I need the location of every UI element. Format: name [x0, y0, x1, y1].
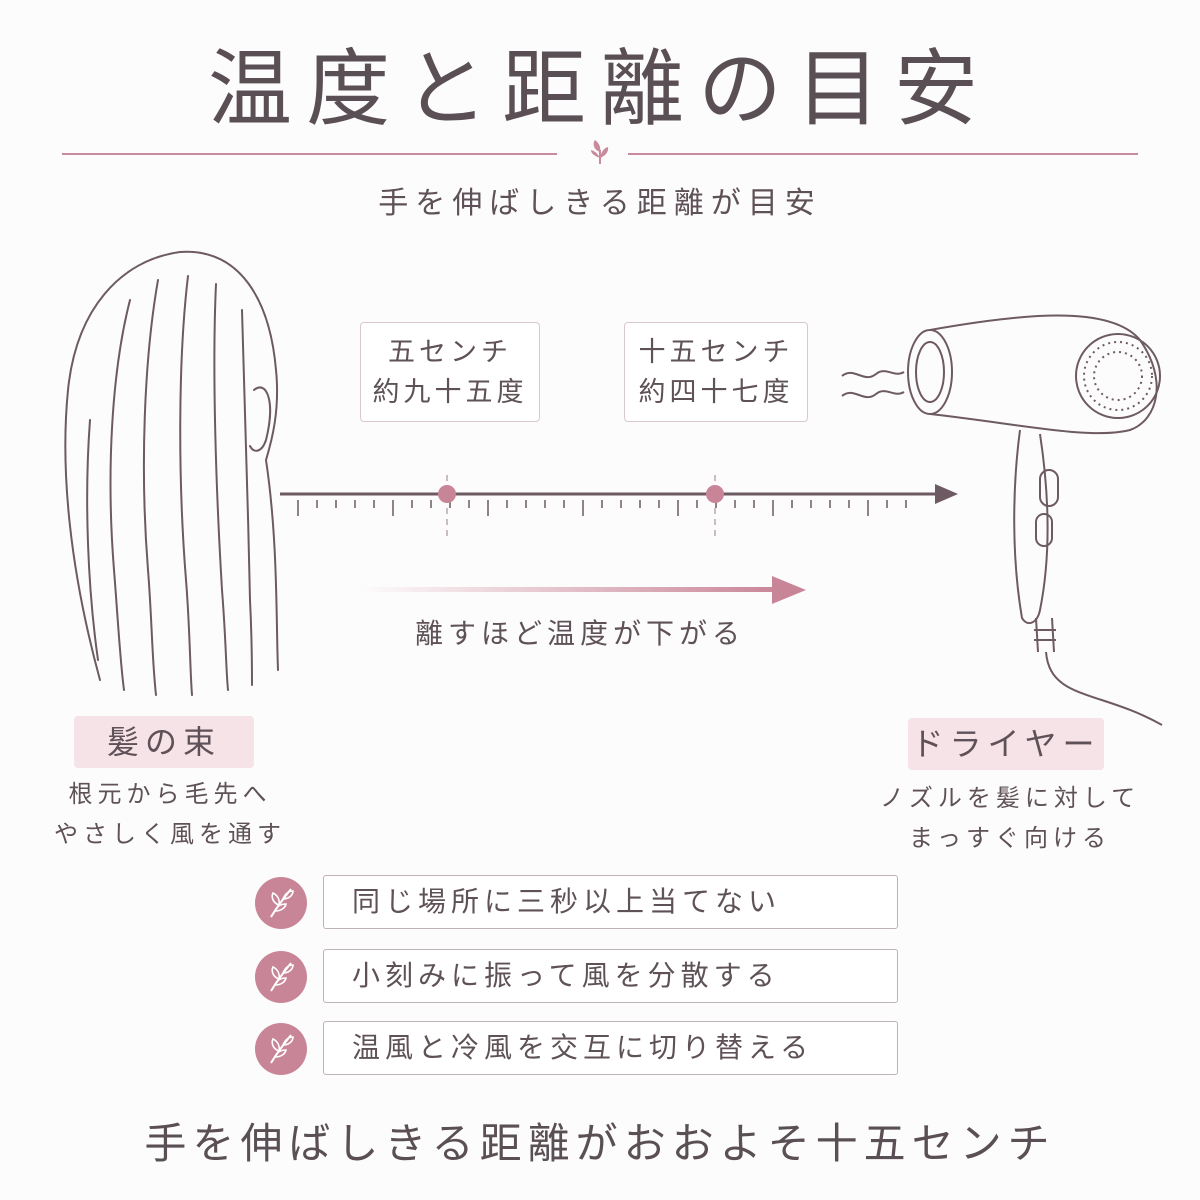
hair-dryer-illustration — [907, 314, 1163, 726]
dryer-label: ドライヤー — [908, 718, 1104, 770]
tip-text: 小刻みに振って風を分散する — [323, 949, 898, 1003]
marker-dot-5cm — [438, 485, 456, 503]
marker-temperature: 約九十五度 — [372, 377, 528, 408]
direction-note: 離すほど温度が下がる — [414, 617, 745, 650]
sprig-icon — [591, 140, 609, 164]
marker-distance: 五センチ — [388, 337, 512, 368]
marker-distance: 十五センチ — [638, 337, 794, 368]
direction-arrow — [360, 576, 806, 604]
distance-axis — [280, 470, 958, 538]
tip-item: 温風と冷風を交互に切り替える — [255, 1021, 900, 1077]
page-title: 温度と距離の目安 — [207, 40, 992, 138]
marker-dot-15cm — [706, 485, 724, 503]
leaf-icon — [255, 951, 307, 1003]
leaf-icon — [255, 1023, 307, 1075]
tip-text: 同じ場所に三秒以上当てない — [323, 875, 898, 929]
dryer-description: ノズルを髪に対して まっすぐ向ける — [876, 778, 1144, 858]
airflow-icon — [841, 370, 905, 399]
footer-note: 手を伸ばしきる距離がおおよそ十五センチ — [144, 1119, 1056, 1168]
marker-box-15cm: 十五センチ 約四十七度 — [624, 322, 808, 422]
marker-box-5cm: 五センチ 約九十五度 — [360, 322, 540, 422]
hair-illustration — [64, 250, 279, 696]
hair-desc-line-1: 根元から毛先へ — [68, 780, 272, 808]
tip-text: 温風と冷風を交互に切り替える — [323, 1021, 898, 1075]
marker-temperature: 約四十七度 — [638, 377, 794, 408]
dryer-desc-line-2: まっすぐ向ける — [908, 824, 1112, 852]
dryer-desc-line-1: ノズルを髪に対して — [879, 784, 1141, 812]
tip-item: 小刻みに振って風を分散する — [255, 949, 900, 1005]
subtitle: 手を伸ばしきる距離が目安 — [378, 186, 822, 221]
divider-right — [628, 153, 1138, 155]
hair-desc-line-2: やさしく風を通す — [54, 820, 286, 848]
tip-item: 同じ場所に三秒以上当てない — [255, 875, 900, 931]
leaf-icon — [255, 877, 307, 929]
hair-label: 髪の束 — [74, 716, 254, 768]
hair-description: 根元から毛先へ やさしく風を通す — [40, 774, 300, 854]
divider-left — [62, 153, 557, 155]
